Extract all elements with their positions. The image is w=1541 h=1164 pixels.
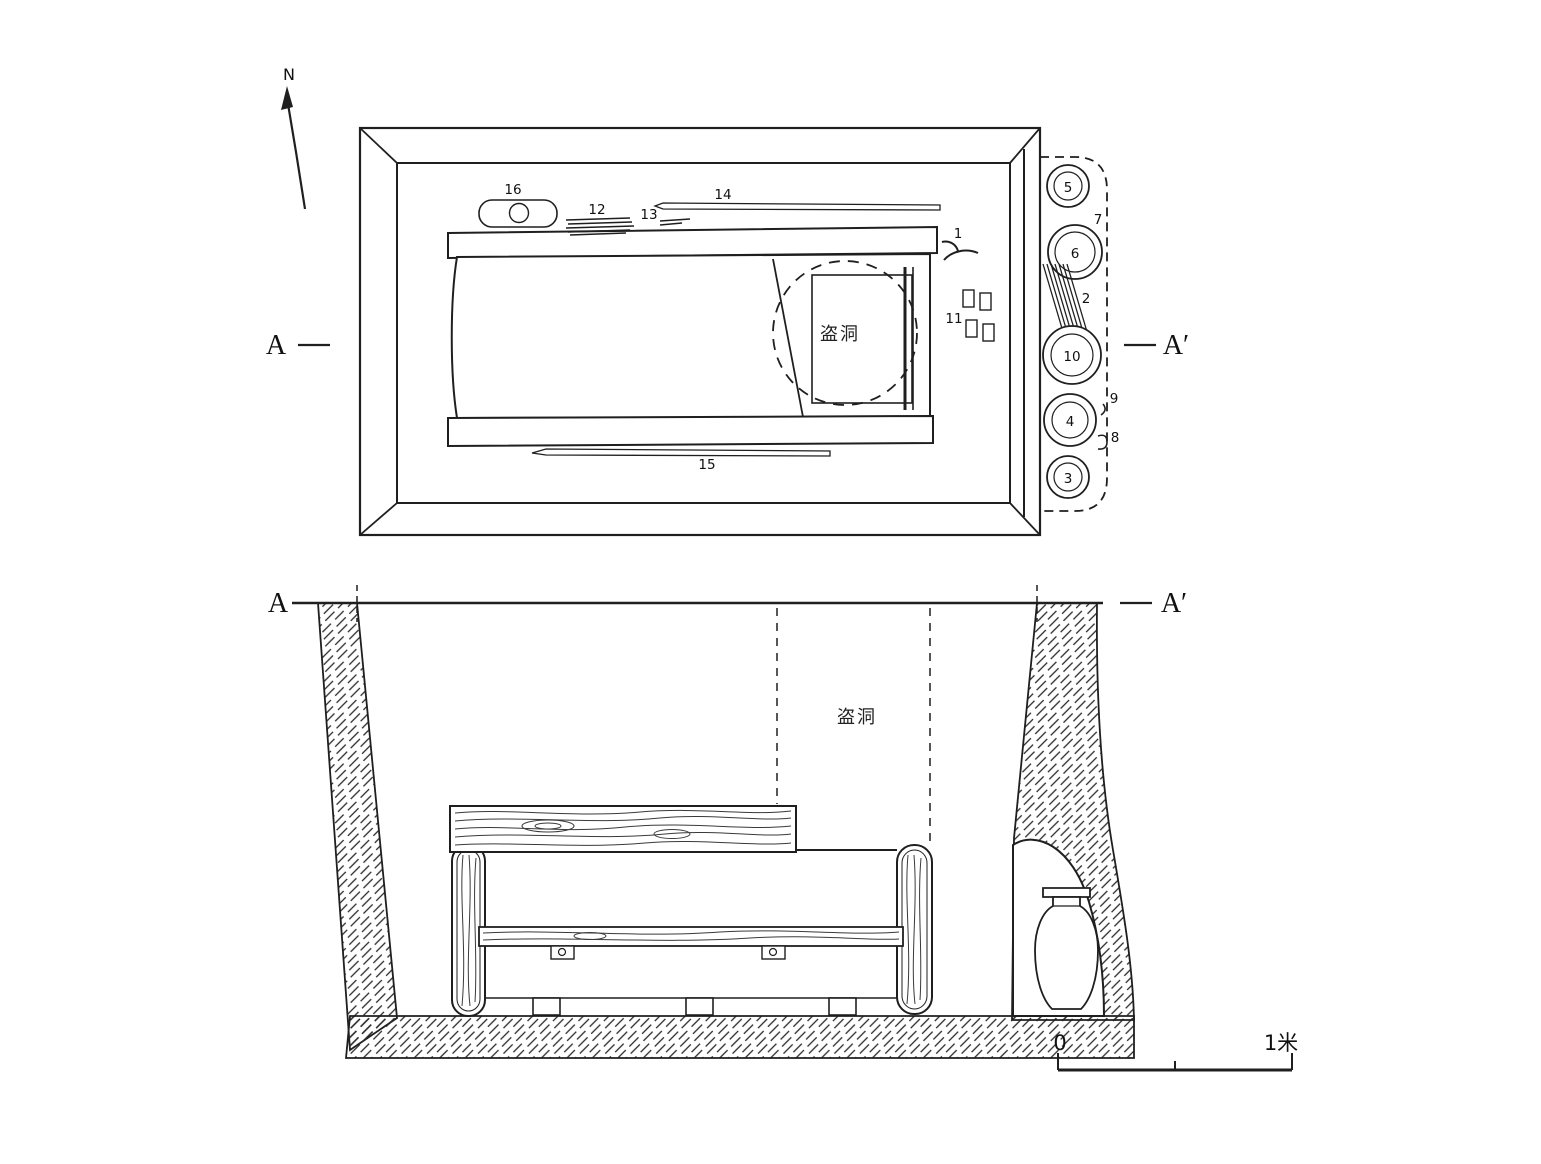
artifact-16-label: 16 (504, 182, 521, 198)
pit-wall-left-hatch (317, 602, 398, 1052)
artifact-12-sticks (565, 217, 635, 236)
coffin-floor-plank (478, 926, 904, 947)
vessel-6: 6 (1047, 224, 1103, 280)
north-label: N (283, 65, 295, 84)
coffin-head-plank (447, 225, 938, 260)
vessel-5: 5 (1046, 164, 1090, 208)
artifact-11-label: 11 (945, 311, 962, 327)
vessel-4-label: 4 (1066, 414, 1075, 430)
north-arrow-head-icon (281, 86, 293, 110)
coffin-foot-plank (447, 414, 934, 448)
artifact-14-rod (653, 202, 941, 211)
artifact-12-label: 12 (588, 202, 605, 218)
artifact-1-object (941, 240, 979, 261)
plan-marker-a: A (266, 330, 287, 361)
vessel-3-label: 3 (1064, 471, 1073, 487)
artifact-15-rod (531, 448, 831, 457)
pit-floor-hatch (345, 1015, 1135, 1059)
vessel-10-label: 10 (1063, 349, 1080, 365)
coffin-right-end-board (896, 844, 933, 1015)
plan-section-line: A A′ (266, 330, 1189, 361)
left-end-wood-grain (461, 854, 477, 1007)
scale-bar: 0 1米 (1053, 1031, 1298, 1072)
section-line-markers: A A′ (268, 588, 1187, 619)
coffin-lid-broken-edge (772, 258, 804, 418)
scale-unit-label: 1米 (1264, 1031, 1298, 1055)
vessel-3: 3 (1046, 455, 1090, 499)
artifact-13-object (659, 218, 691, 226)
robber-hole-section: 盗洞 (776, 608, 931, 843)
item-9-object (1100, 403, 1106, 416)
item-2-label: 2 (1082, 291, 1091, 307)
coffin-feet (532, 997, 857, 1016)
item-8-label: 8 (1111, 430, 1120, 446)
section-marker-a: A (268, 588, 289, 619)
north-arrow-line (286, 103, 307, 210)
section-robber-hole-label: 盗洞 (837, 707, 877, 728)
floor-plank-wood-grain (482, 930, 900, 941)
niche-pot (1034, 887, 1099, 1010)
item-8-object (1097, 434, 1108, 450)
artifact-16-box (478, 199, 558, 228)
lid-wood-grain (454, 809, 792, 846)
plan-marker-a-prime: A′ (1163, 330, 1189, 361)
niche-plan: 5 7 6 2 10 (1040, 156, 1120, 512)
compass: N (281, 65, 307, 210)
coffin-cleats (550, 945, 786, 960)
item-9-label: 9 (1110, 391, 1119, 407)
section-marker-a-prime: A′ (1161, 588, 1187, 619)
plan-robber-hole-label: 盗洞 (820, 324, 860, 345)
artifact-11-plaques (962, 289, 995, 342)
coffin-section (449, 805, 933, 1017)
niche-dashed-outline (1040, 156, 1108, 512)
pit-corner-bevels (359, 127, 1041, 536)
artifact-1-label: 1 (954, 226, 963, 242)
item-7-label: 7 (1094, 212, 1103, 228)
scale-zero-label: 0 (1053, 1031, 1066, 1055)
robber-hole-circle (772, 260, 918, 406)
plan-artifacts: 16 12 13 14 1 (478, 182, 995, 473)
vessel-6-label: 6 (1071, 246, 1080, 262)
vessel-4: 4 (1043, 393, 1097, 447)
section-view: 盗洞 (268, 585, 1187, 1059)
niche-section (1012, 838, 1106, 1017)
plan-view: 5 7 6 2 10 (266, 126, 1189, 537)
vessel-10: 10 (1042, 325, 1102, 385)
artifact-13-label: 13 (640, 207, 657, 223)
artifact-14-label: 14 (714, 187, 731, 203)
coffin-lid-board (449, 805, 797, 853)
coffin-plan: 盗洞 (447, 225, 938, 448)
vessel-5-label: 5 (1064, 180, 1073, 196)
artifact-15-label: 15 (698, 457, 715, 473)
right-end-wood-grain (906, 854, 922, 1005)
